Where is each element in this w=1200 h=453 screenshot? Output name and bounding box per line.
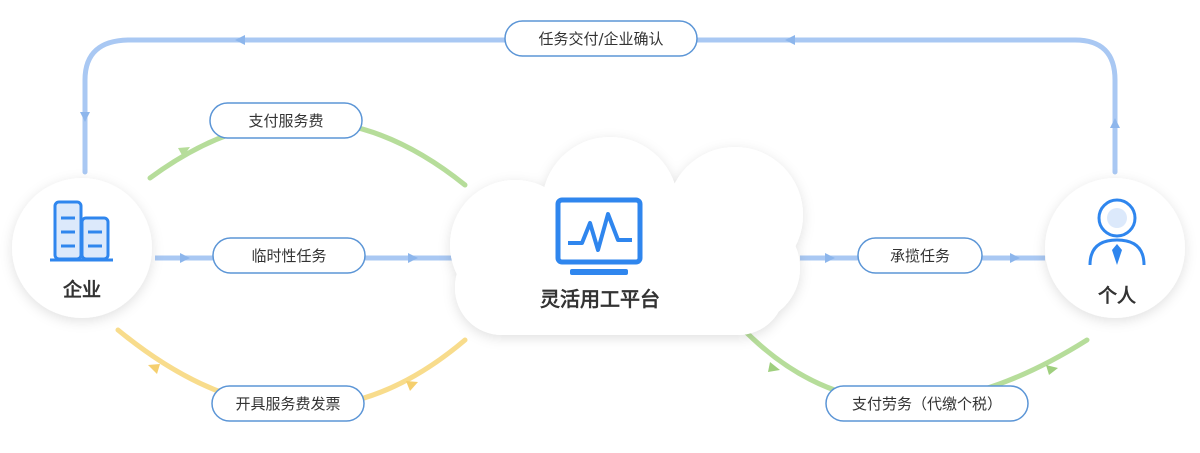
- pill-undertake-task: 承揽任务: [857, 237, 983, 274]
- arrow-right-mid-1: [180, 253, 190, 263]
- pill-temporary-task-label: 临时性任务: [251, 247, 326, 265]
- arrow-green-br-1: [768, 362, 780, 372]
- arrow-yellow-left: [148, 364, 160, 374]
- pill-pay-service-fee: 支付服务费: [209, 102, 363, 139]
- arrow-right-r-1: [825, 253, 835, 263]
- arrow-down-left: [80, 112, 90, 122]
- monitor-pulse-icon: [555, 197, 643, 275]
- pill-pay-labor: 支付劳务（代缴个税）: [825, 385, 1029, 422]
- platform-cloud-inner: [450, 137, 803, 335]
- arrow-green-top: [178, 147, 190, 157]
- platform-label: 灵活用工平台: [540, 287, 660, 311]
- building-icon: [50, 200, 113, 262]
- pill-issue-invoice-label: 开具服务费发票: [235, 395, 340, 413]
- person-icon: [1088, 198, 1146, 266]
- arrow-left-top-1: [785, 35, 795, 45]
- pill-issue-invoice: 开具服务费发票: [211, 385, 365, 422]
- arrow-right-mid-2: [408, 253, 418, 263]
- arrow-left-top-2: [235, 35, 245, 45]
- pill-task-delivery-label: 任务交付/企业确认: [538, 30, 663, 48]
- pill-pay-labor-label: 支付劳务（代缴个税）: [852, 395, 1002, 413]
- pill-temporary-task: 临时性任务: [212, 237, 366, 274]
- pill-task-delivery: 任务交付/企业确认: [504, 20, 698, 57]
- pill-pay-service-fee-label: 支付服务费: [248, 112, 323, 130]
- individual-label: 个人: [1097, 285, 1137, 307]
- arrow-yellow-right: [406, 381, 418, 391]
- arrow-green-br-2: [1046, 365, 1058, 375]
- arrow-right-r-2: [1010, 253, 1020, 263]
- enterprise-label: 企业: [62, 278, 101, 301]
- arrow-up-right: [1110, 118, 1120, 128]
- enterprise-node: 企业: [12, 178, 152, 318]
- individual-node: 个人: [1045, 178, 1185, 318]
- pill-undertake-task-label: 承揽任务: [890, 247, 950, 265]
